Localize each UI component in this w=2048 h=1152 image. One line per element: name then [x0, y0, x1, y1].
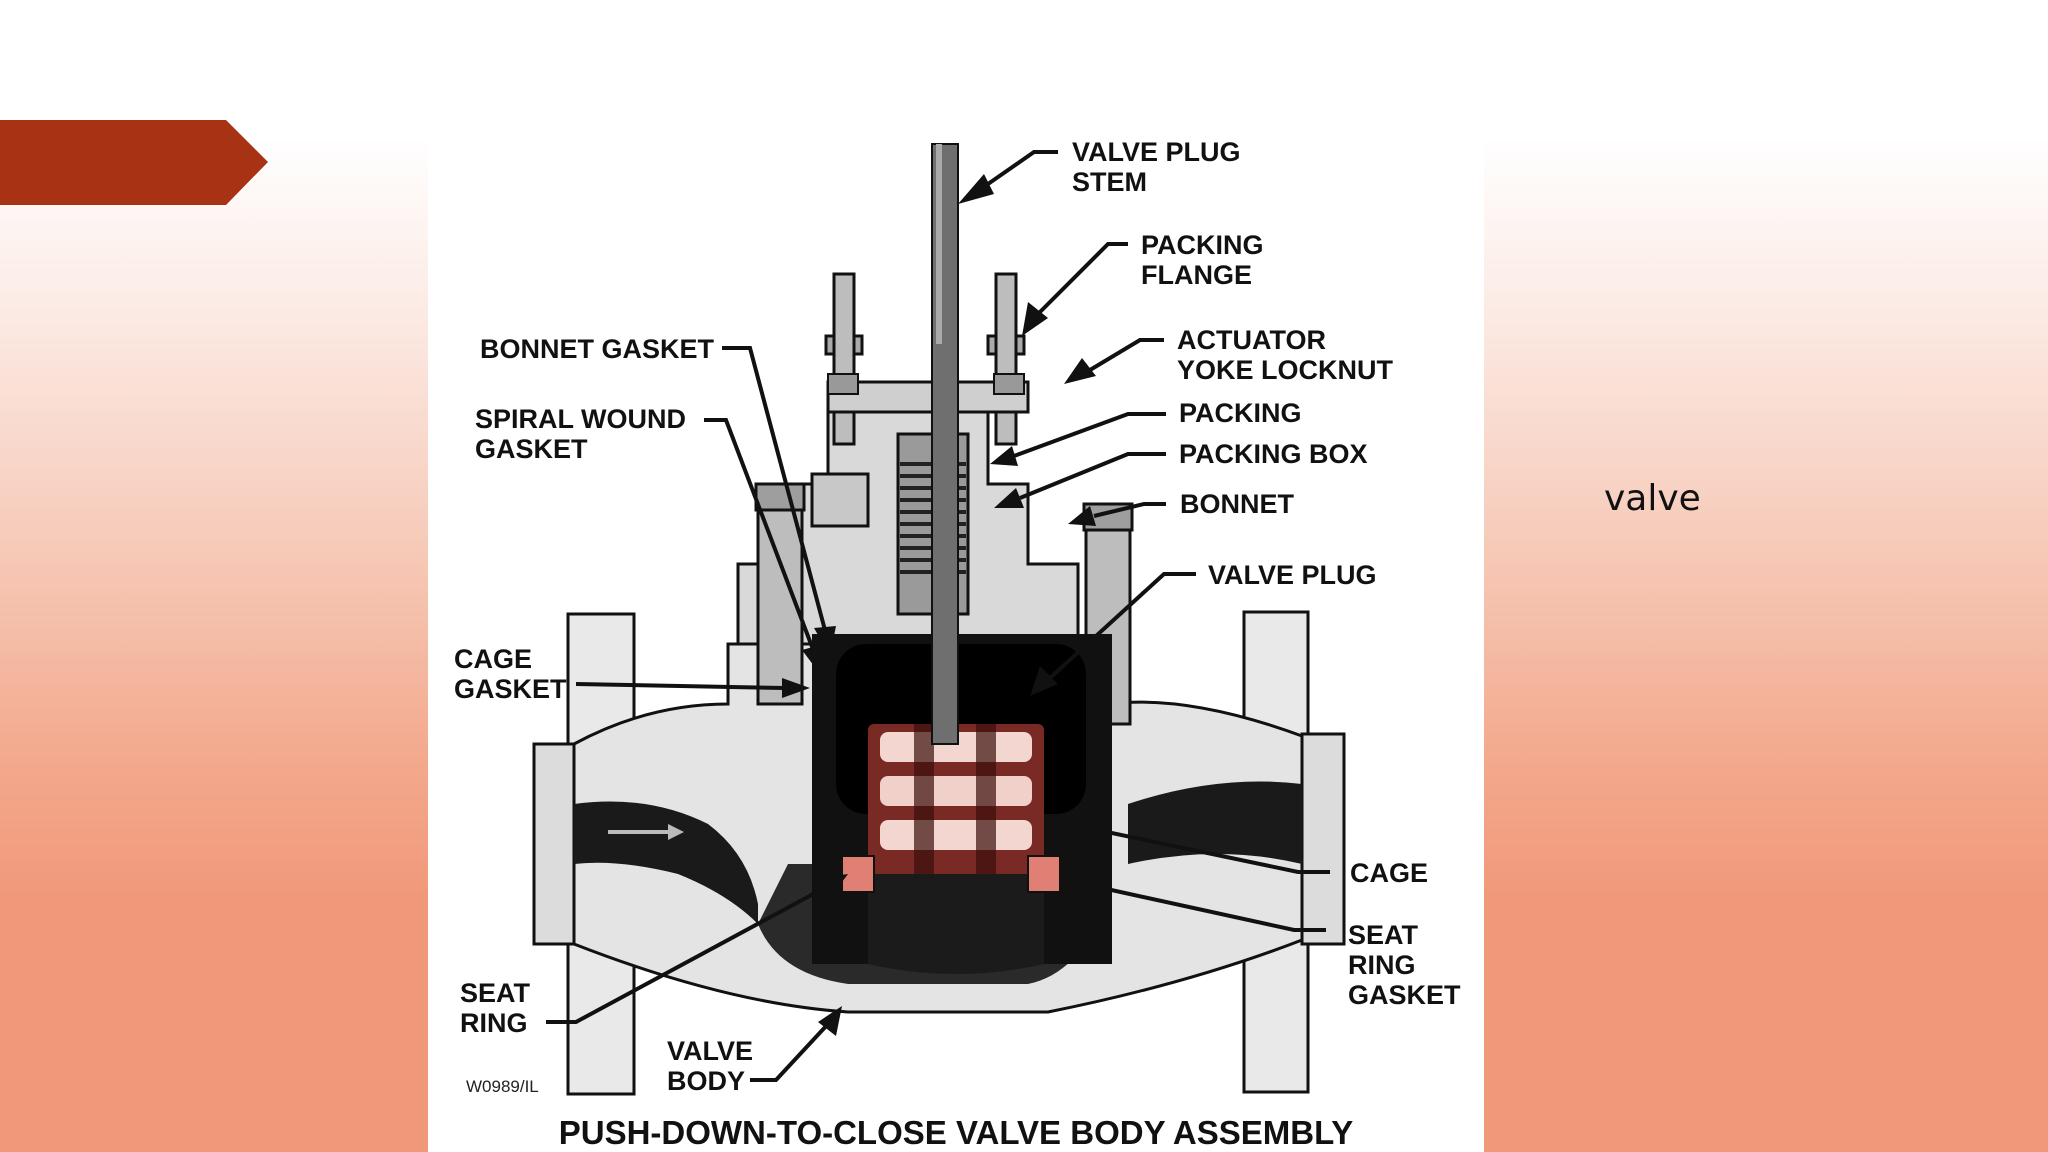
diagram-labels: VALVE PLUG STEM PACKING FLANGE ACTUATOR … — [454, 137, 1461, 1151]
label-valve-body: VALVE BODY — [667, 1036, 761, 1096]
label-bonnet-gasket: BONNET GASKET — [480, 334, 715, 364]
label-valve-plug-stem: VALVE PLUG STEM — [1072, 137, 1248, 197]
label-packing: PACKING — [1179, 398, 1302, 428]
accent-tab-arrow — [0, 120, 268, 205]
valve-cross-section-diagram: VALVE PLUG STEM PACKING FLANGE ACTUATOR … — [454, 137, 1461, 1151]
valve-diagram-figure: VALVE PLUG STEM PACKING FLANGE ACTUATOR … — [428, 104, 1484, 1152]
label-actuator-yoke-locknut: ACTUATOR YOKE LOCKNUT — [1177, 325, 1394, 385]
leader-lines — [546, 150, 1330, 1082]
seat-ring-drawing — [841, 855, 1061, 893]
label-spiral-wound-gasket: SPIRAL WOUND GASKET — [475, 404, 694, 464]
label-seat-ring-gasket: SEAT RING GASKET — [1348, 920, 1461, 1010]
label-cage-gasket: CAGE GASKET — [454, 644, 567, 704]
slide-caption: valve — [1604, 478, 1701, 519]
label-seat-ring: SEAT RING — [460, 978, 538, 1038]
label-bonnet: BONNET — [1180, 489, 1295, 519]
label-cage: CAGE — [1350, 858, 1428, 888]
packing-flange-drawing — [824, 272, 1030, 446]
label-valve-plug: VALVE PLUG — [1208, 560, 1377, 590]
valve-stem-drawing — [931, 143, 959, 745]
label-packing-flange: PACKING FLANGE — [1141, 230, 1271, 290]
figure-title: PUSH-DOWN-TO-CLOSE VALVE BODY ASSEMBLY — [559, 1114, 1354, 1151]
label-packing-box: PACKING BOX — [1179, 439, 1368, 469]
valve-plug-drawing — [868, 724, 1044, 974]
figure-code: W0989/IL — [466, 1077, 539, 1096]
